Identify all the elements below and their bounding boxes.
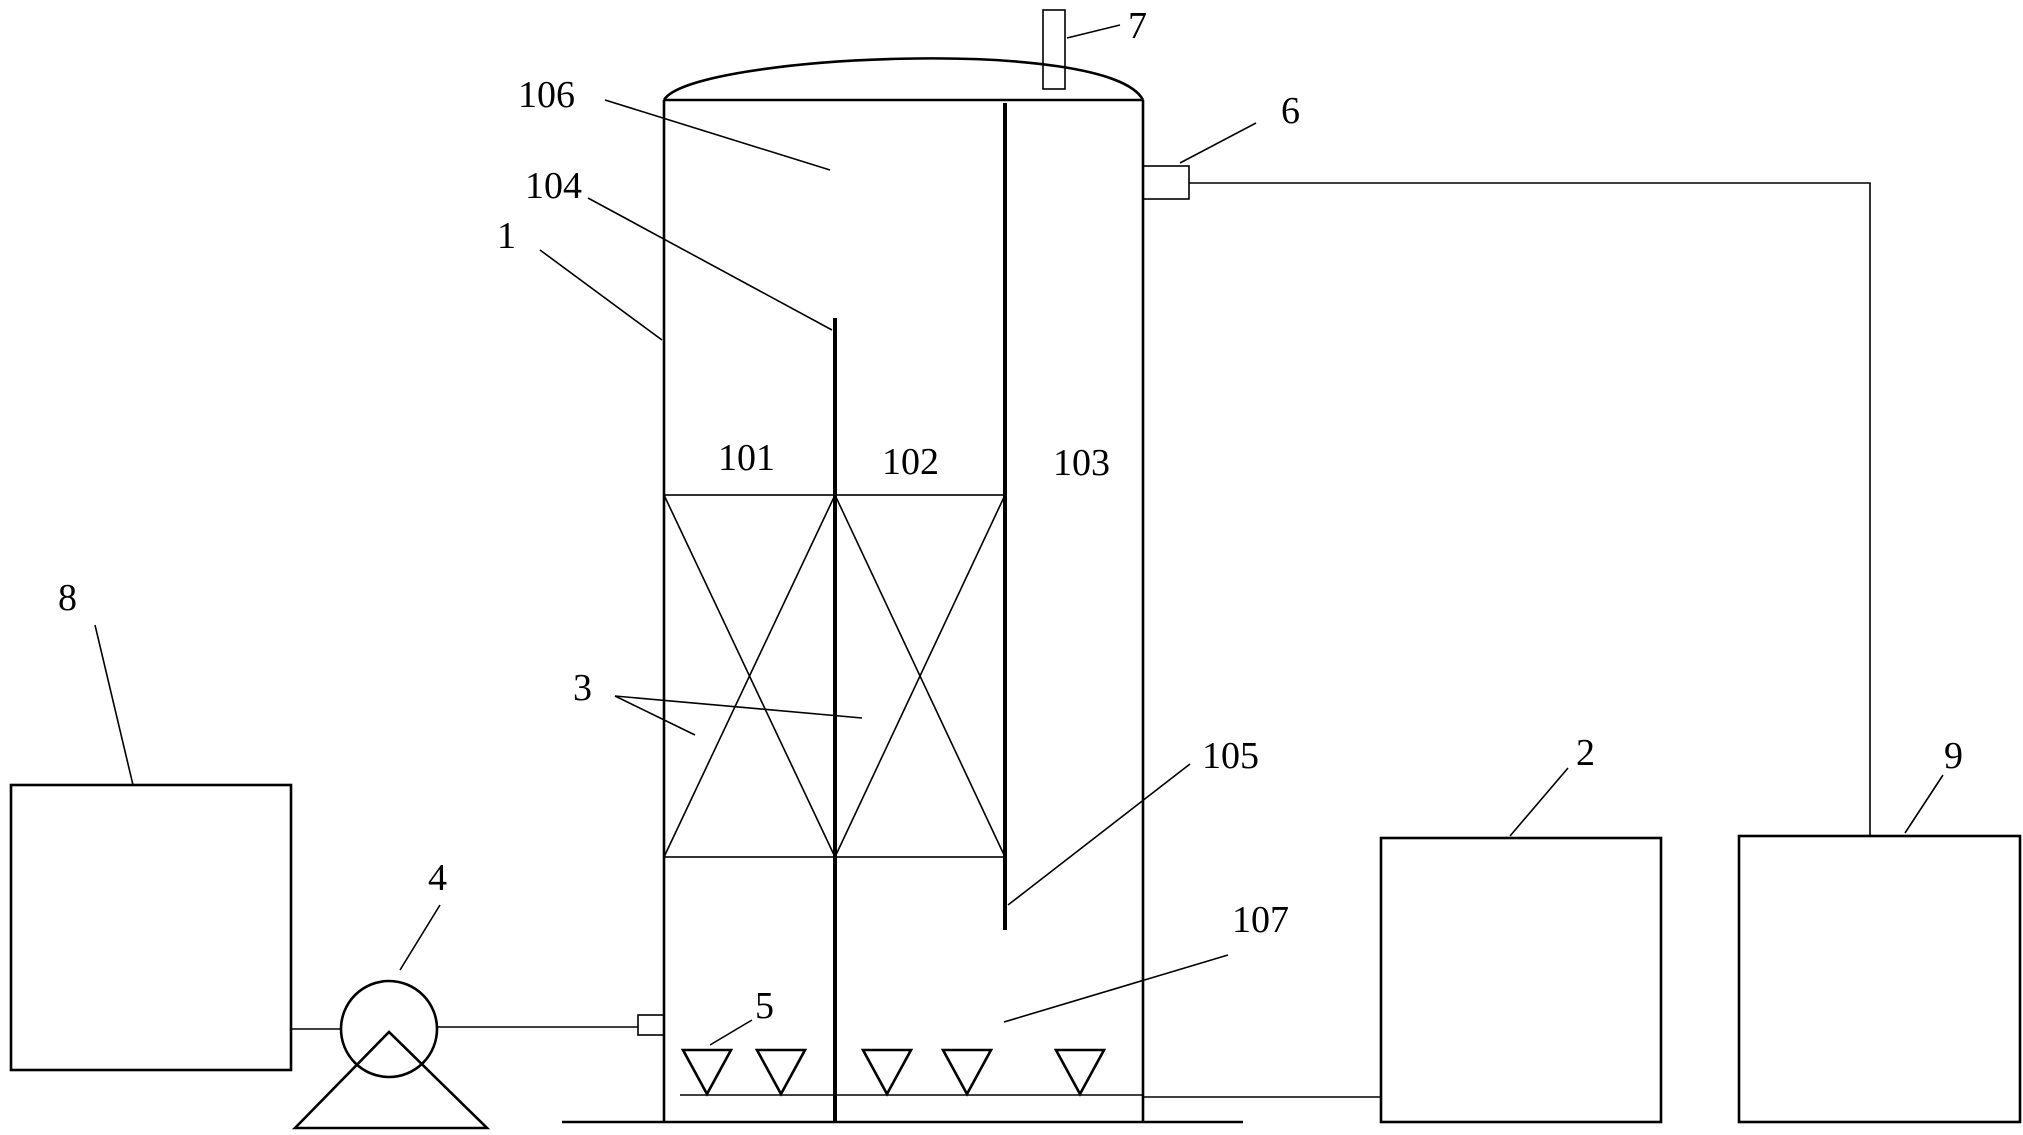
label-6: 6 [1281,90,1300,132]
gas-outlet [1042,9,1066,90]
leader-105 [1007,763,1191,906]
label-2: 2 [1576,732,1595,774]
label-107: 107 [1232,899,1289,941]
leader-8 [94,624,134,786]
packing-right-diag-b [834,494,1006,858]
reactor-dome [662,57,1145,101]
pipe-outlet-unit9 [1189,182,1871,836]
outlet-nozzle [1142,165,1190,200]
leader-4 [399,904,441,971]
leader-107 [1003,954,1229,1023]
leader-106 [604,99,831,171]
leader-lines [94,24,1944,1046]
label-1: 1 [497,215,516,257]
label-106: 106 [518,74,575,116]
pump-base [291,1030,491,1130]
tank-8 [9,783,293,1072]
leader-104 [587,197,833,331]
leader-3a [614,695,696,736]
leader-6 [1179,122,1257,164]
leader-1 [539,249,663,341]
leader-2 [1509,767,1569,837]
packing-right [834,494,1006,858]
inlet-nozzle [637,1014,665,1036]
aerator-nozzle [680,1048,734,1097]
label-101: 101 [718,437,775,479]
label-103: 103 [1053,442,1110,484]
label-8: 8 [58,577,77,619]
labels: 1 2 3 4 5 6 7 8 9 101 102 103 104 105 10… [58,5,1963,1027]
aerator-nozzle [860,1048,914,1097]
label-104: 104 [525,165,582,207]
packing-left-diag-b [663,494,836,858]
leader-7 [1066,24,1121,39]
label-9: 9 [1944,735,1963,777]
aerators [680,1048,1143,1097]
label-5: 5 [755,985,774,1027]
aerator-nozzle [1053,1048,1107,1097]
pump-casing [339,979,439,1079]
leader-9 [1904,774,1944,834]
unit-9 [1737,834,2022,1124]
unit-2 [1379,836,1663,1124]
aerator-nozzle [754,1048,808,1097]
label-102: 102 [882,441,939,483]
packing-layers [663,494,1006,858]
leader-5 [709,1019,753,1046]
label-4: 4 [428,857,447,899]
aerator-nozzle [940,1048,994,1097]
label-3: 3 [573,667,592,709]
pump-4 [291,979,491,1130]
leader-3b [614,695,863,719]
label-105: 105 [1202,735,1259,777]
label-7: 7 [1128,5,1147,47]
